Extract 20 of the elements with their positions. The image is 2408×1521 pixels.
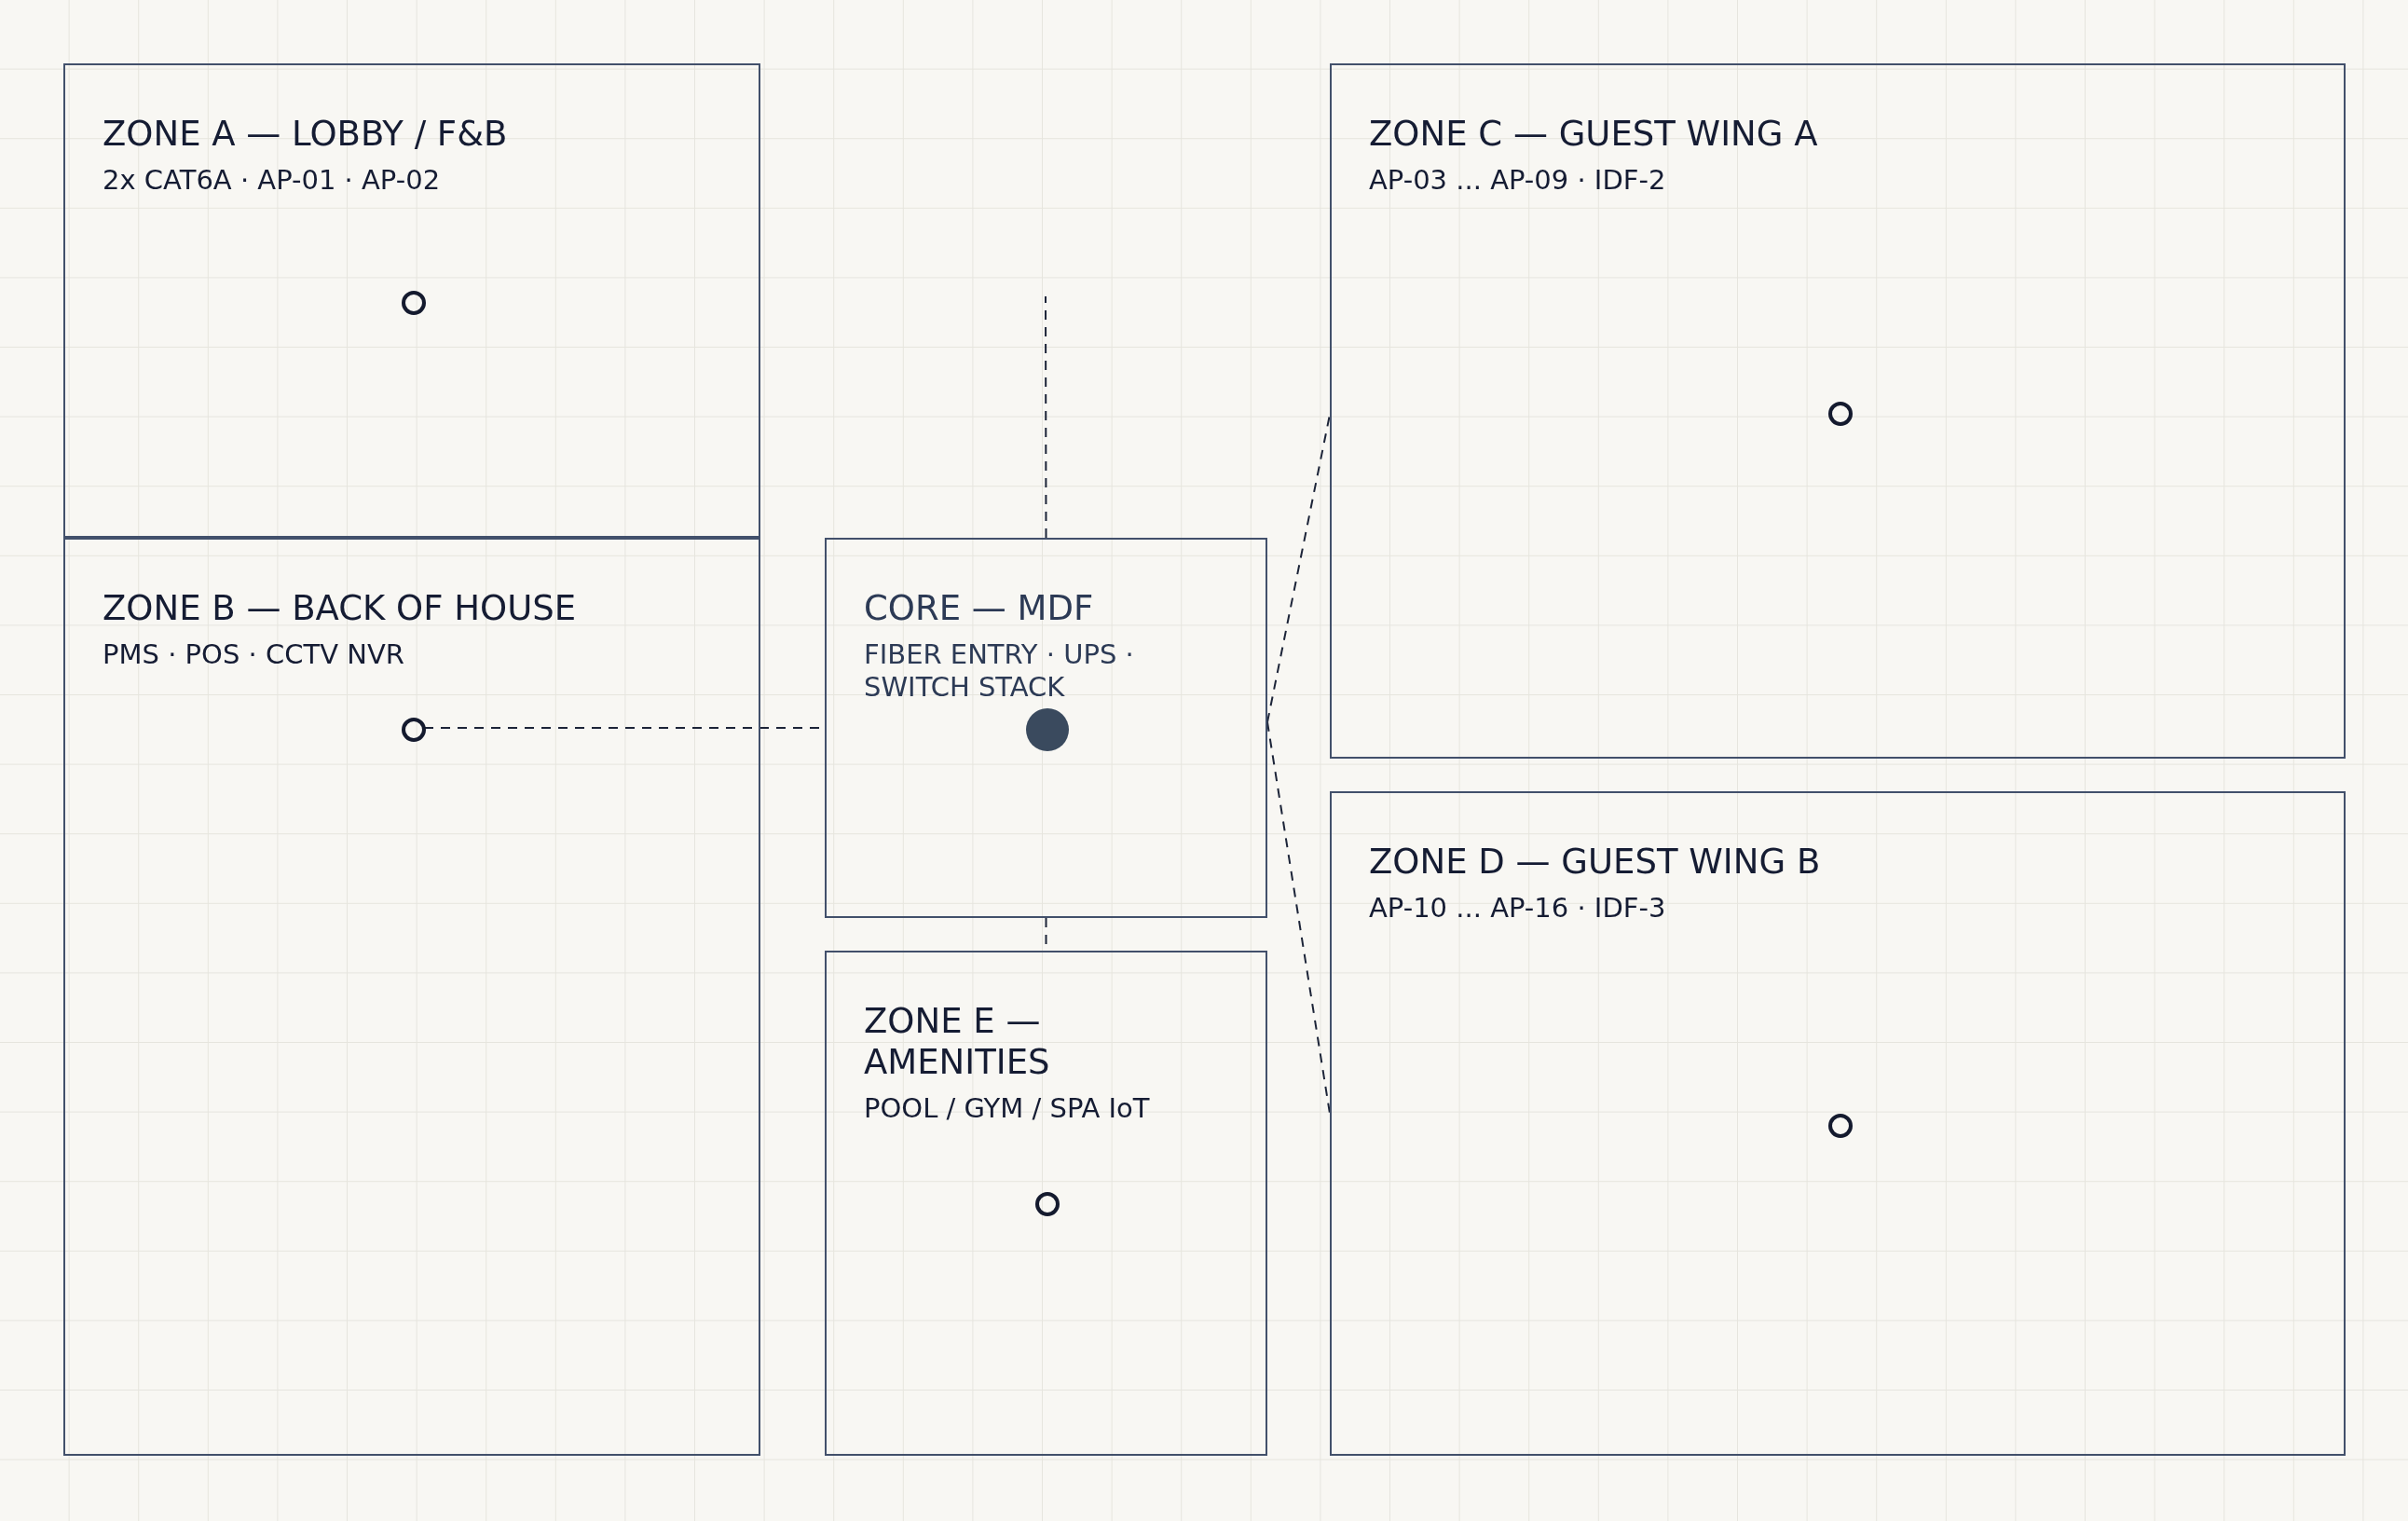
zone-box (825, 951, 1267, 1456)
dashed-connector (1266, 720, 1331, 1115)
zone-subtitle: AP-10 ... AP-16 · IDF-3 (1369, 892, 1667, 925)
zone-subtitle: AP-03 ... AP-09 · IDF-2 (1369, 164, 1667, 197)
zone-box (63, 63, 760, 538)
zone-subtitle: POOL / GYM / SPA IoT (864, 1092, 1151, 1125)
zone-box (63, 538, 760, 1456)
zone-box (825, 538, 1267, 918)
zone-title: ZONE A — LOBBY / F&B (103, 114, 509, 155)
zone-title: ZONE B — BACK OF HOUSE (103, 588, 578, 629)
dashed-connector (1045, 295, 1047, 539)
zone-title: CORE — MDF (864, 588, 1095, 629)
zone-title: ZONE C — GUEST WING A (1369, 114, 1819, 155)
zone-subtitle: PMS · POS · CCTV NVR (103, 638, 405, 671)
zone-title: ZONE D — GUEST WING B (1369, 842, 1822, 883)
zone-title: ZONE E — AMENITIES (864, 1001, 1051, 1083)
zone-box (1330, 63, 2346, 759)
zone-subtitle: 2x CAT6A · AP-01 · AP-02 (103, 164, 442, 197)
zone-subtitle: FIBER ENTRY · UPS · SWITCH STACK (864, 638, 1135, 704)
zone-box (1330, 791, 2346, 1456)
